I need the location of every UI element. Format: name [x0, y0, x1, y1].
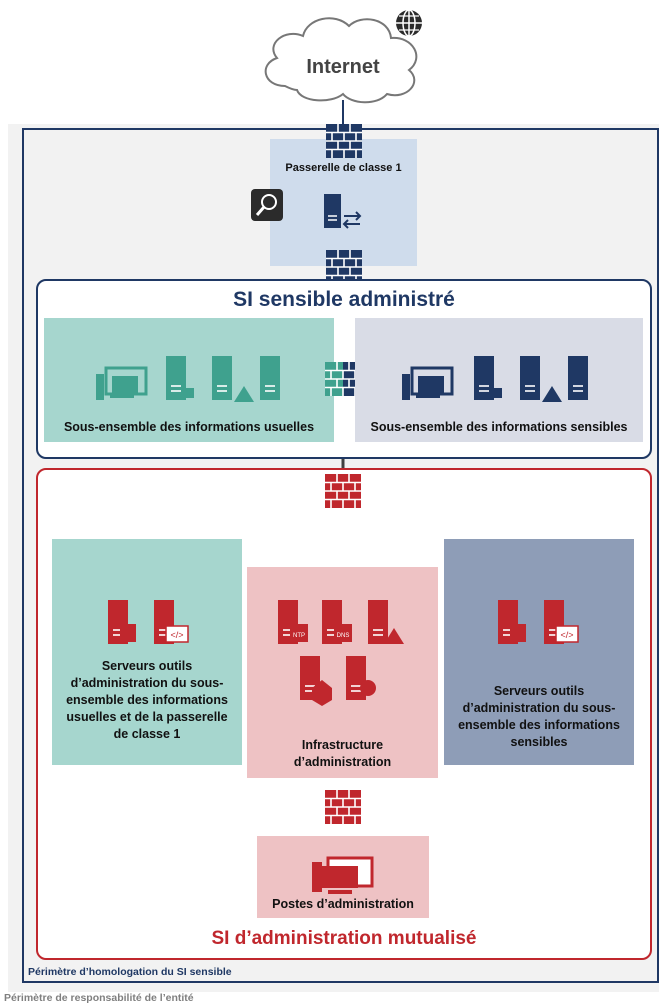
- dns-badge: DNS: [337, 633, 350, 639]
- firewall-admin-top-icon: [325, 474, 361, 508]
- tools-usual-label: Serveurs outils d’administration du sous…: [66, 659, 228, 741]
- firewall-internet-icon: [326, 124, 362, 158]
- tools-usual-panel: [52, 539, 242, 765]
- internet-label: Internet: [306, 56, 380, 78]
- magnifier-icon: [251, 189, 283, 221]
- sensitive-devices-icons: [402, 356, 588, 402]
- gateway-server-icon: [324, 194, 362, 229]
- tools-sensitive-icons: </>: [498, 600, 579, 644]
- ntp-badge: NTP: [293, 633, 305, 639]
- infra-label: Infrastructure d’administration: [293, 738, 392, 769]
- internet-cloud: [264, 17, 418, 104]
- usual-subset-panel: [44, 318, 334, 442]
- tools-sensitive-panel: [444, 539, 634, 765]
- sensitive-subset-label: Sous-ensemble des informations sensibles: [370, 420, 628, 434]
- si-admin-title: SI d’administration mutualisé: [211, 928, 477, 949]
- globe-icon: [396, 9, 422, 37]
- firewall-admin-bottom-icon: [325, 790, 361, 824]
- gateway-box: [270, 139, 417, 266]
- tools-usual-icons: </>: [108, 600, 189, 644]
- svg-text:</>: </>: [170, 630, 183, 640]
- usual-devices-icons: [96, 356, 280, 402]
- workstations-label: Postes d’administration: [272, 897, 414, 911]
- responsibility-perimeter-label: Périmètre de responsabilité de l’entité: [4, 992, 194, 1004]
- tools-sensitive-label: Serveurs outils d’administration du sous…: [458, 684, 620, 749]
- infra-icons: NTP DNS: [278, 600, 404, 706]
- usual-subset-label: Sous-ensemble des informations usuelles: [63, 420, 315, 434]
- svg-text:</>: </>: [560, 630, 573, 640]
- workstation-icon: [312, 856, 374, 894]
- si-sensible-title: SI sensible administré: [233, 288, 455, 311]
- homologation-perimeter-label: Périmètre d’homologation du SI sensible: [28, 966, 232, 978]
- gateway-label: Passerelle de classe 1: [285, 162, 402, 174]
